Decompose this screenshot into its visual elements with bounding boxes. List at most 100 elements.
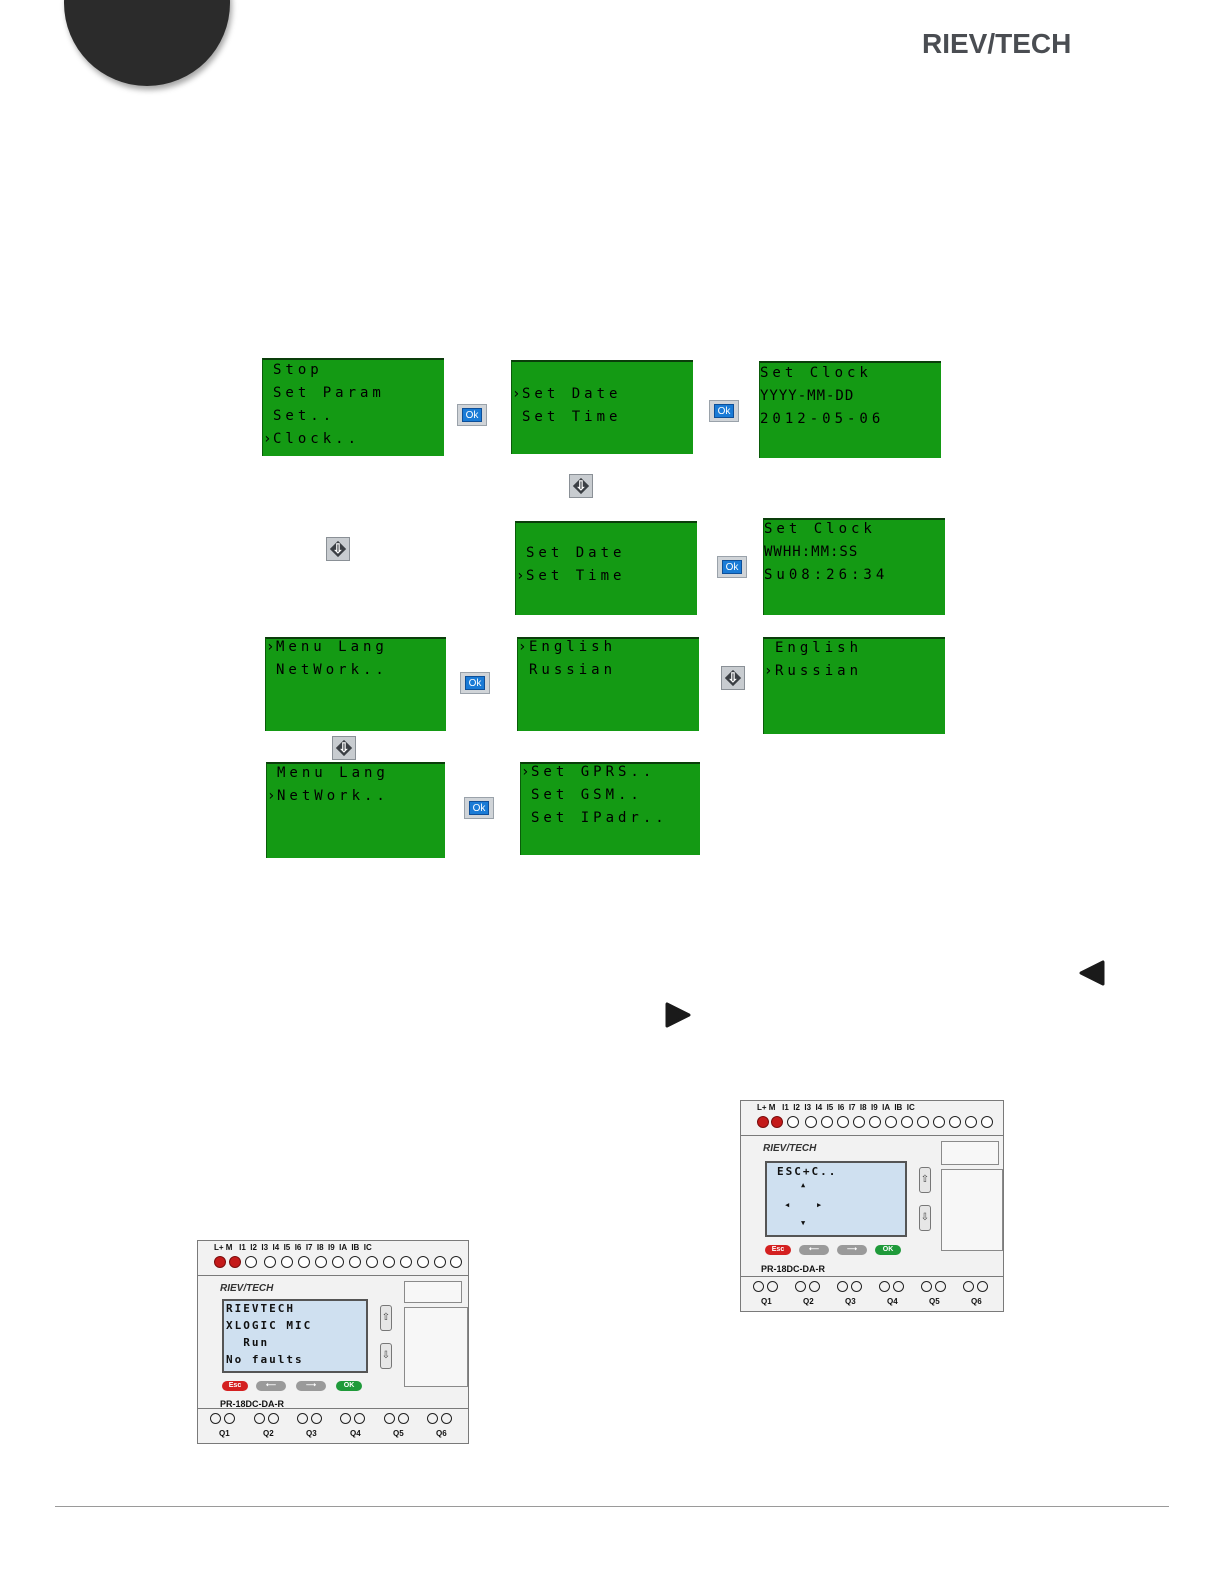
- terminal: [383, 1256, 395, 1268]
- model-label: PR-18DC-DA-R: [220, 1399, 285, 1409]
- down-arrow-button-icon: ⇩: [569, 474, 593, 498]
- lcd-line: Set Param: [273, 385, 385, 401]
- terminal: [340, 1413, 351, 1424]
- lcd-line: Russian: [529, 662, 617, 678]
- terminal: [851, 1281, 862, 1292]
- terminal: [787, 1116, 799, 1128]
- up-key-icon: ⇧: [380, 1305, 392, 1331]
- down-arrow-button-icon: ⇩: [326, 537, 350, 561]
- terminal: [753, 1281, 764, 1292]
- lcd-screen-set-time-selected: Set Date › Set Time: [515, 521, 697, 615]
- lcd-line: English: [529, 639, 617, 655]
- output-terminal-row: Q1 Q2 Q3 Q4 Q5 Q6: [198, 1408, 468, 1443]
- terminal-lplus: [757, 1116, 769, 1128]
- terminal: [821, 1116, 833, 1128]
- terminal: [264, 1256, 276, 1268]
- left-cursor-icon: ◀: [785, 1201, 792, 1209]
- plc-brand-logo: RIEV/TECH: [220, 1283, 274, 1294]
- lcd-line: YYYY-MM-DD: [760, 388, 855, 404]
- ok-key: OK: [875, 1245, 901, 1255]
- lcd-line: Set Clock: [760, 365, 872, 381]
- terminal: [795, 1281, 806, 1292]
- output-label: Q3: [306, 1429, 317, 1438]
- lcd-line: Set Date: [522, 386, 622, 402]
- terminal: [332, 1256, 344, 1268]
- output-terminal-row: Q1 Q2 Q3 Q4 Q5 Q6: [741, 1276, 1003, 1311]
- terminal: [417, 1256, 429, 1268]
- footer-divider: [55, 1506, 1169, 1507]
- terminal: [311, 1413, 322, 1424]
- terminal: [869, 1116, 881, 1128]
- left-key-icon: ⟵: [799, 1245, 829, 1255]
- output-label: Q6: [971, 1297, 982, 1306]
- lcd-screen-menu-lang-selected: › Menu Lang NetWork..: [265, 637, 446, 731]
- terminal-labels: L+ M I1 I2 I3 I4 I5 I6 I7 I8 I9 IA IB IC: [214, 1243, 372, 1252]
- output-label: Q5: [393, 1429, 404, 1438]
- lcd-screen-main-menu: Stop Set Param Set.. › Clock..: [262, 358, 444, 456]
- terminal-m: [771, 1116, 783, 1128]
- lcd-line: Stop: [273, 362, 323, 378]
- plc-side-panel: [941, 1141, 999, 1165]
- terminal: [837, 1116, 849, 1128]
- right-key-icon: ⟶: [296, 1381, 326, 1391]
- terminal: [935, 1281, 946, 1292]
- plc-screen-line: XLOGIC MIC: [226, 1319, 313, 1332]
- terminal-m: [229, 1256, 241, 1268]
- terminal: [767, 1281, 778, 1292]
- ok-button-icon: Ok: [464, 797, 494, 819]
- input-terminal-row: L+ M I1 I2 I3 I4 I5 I6 I7 I8 I9 IA IB IC: [198, 1241, 468, 1276]
- plc-screen-line: Run: [226, 1336, 270, 1349]
- terminal: [268, 1413, 279, 1424]
- lcd-line: WWHH:MM:SS: [764, 544, 859, 560]
- plc-side-panel: [404, 1281, 462, 1303]
- lcd-line: English: [775, 640, 863, 656]
- plc-lcd-screen: RIEVTECH XLOGIC MIC Run No faults: [222, 1299, 368, 1373]
- lcd-line: Menu Lang: [276, 639, 388, 655]
- plc-lcd-screen: ESC+C.. ▲ ◀ ▶ ▼: [765, 1161, 907, 1237]
- terminal: [366, 1256, 378, 1268]
- terminal: [210, 1413, 221, 1424]
- terminal: [921, 1281, 932, 1292]
- lcd-line: Set GPRS..: [531, 764, 656, 780]
- terminal: [965, 1116, 977, 1128]
- terminal: [349, 1256, 361, 1268]
- ok-button-icon: Ok: [717, 556, 747, 578]
- terminal: [450, 1256, 462, 1268]
- lcd-cursor: ›: [516, 568, 529, 584]
- lcd-screen-set-date-selected: › Set Date Set Time: [511, 360, 693, 454]
- esc-key: Esc: [222, 1381, 248, 1391]
- terminal: [977, 1281, 988, 1292]
- lcd-screen-set-clock-time: Set Clock WWHH:MM:SS Su08:26:34: [763, 518, 945, 615]
- output-label: Q2: [803, 1297, 814, 1306]
- terminal: [384, 1413, 395, 1424]
- terminal: [837, 1281, 848, 1292]
- terminal: [281, 1256, 293, 1268]
- terminal: [254, 1413, 265, 1424]
- terminal-labels: L+ M I1 I2 I3 I4 I5 I6 I7 I8 I9 IA IB IC: [757, 1103, 915, 1112]
- output-label: Q1: [219, 1429, 230, 1438]
- terminal: [427, 1413, 438, 1424]
- left-key-icon: ⟵: [256, 1381, 286, 1391]
- lcd-cursor: ›: [521, 764, 534, 780]
- lcd-screen-set-clock-date: Set Clock YYYY-MM-DD 2012-05-06: [759, 361, 941, 458]
- output-label: Q1: [761, 1297, 772, 1306]
- down-cursor-icon: ▼: [801, 1219, 808, 1227]
- terminal: [809, 1281, 820, 1292]
- lcd-cursor: ›: [518, 639, 531, 655]
- terminal: [981, 1116, 993, 1128]
- lcd-line: Russian: [775, 663, 863, 679]
- esc-key: Esc: [765, 1245, 791, 1255]
- lcd-cursor: ›: [512, 386, 525, 402]
- lcd-cursor: ›: [764, 663, 777, 679]
- right-arrow-key-icon: [665, 1002, 691, 1028]
- terminal: [805, 1116, 817, 1128]
- up-key-icon: ⇧: [919, 1167, 931, 1193]
- terminal: [441, 1413, 452, 1424]
- lcd-cursor: ›: [263, 431, 276, 447]
- terminal: [298, 1256, 310, 1268]
- lcd-cursor: ›: [266, 639, 279, 655]
- terminal: [933, 1116, 945, 1128]
- plc-screen-line: No faults: [226, 1353, 304, 1366]
- right-key-icon: ⟶: [837, 1245, 867, 1255]
- down-key-icon: ⇩: [380, 1343, 392, 1369]
